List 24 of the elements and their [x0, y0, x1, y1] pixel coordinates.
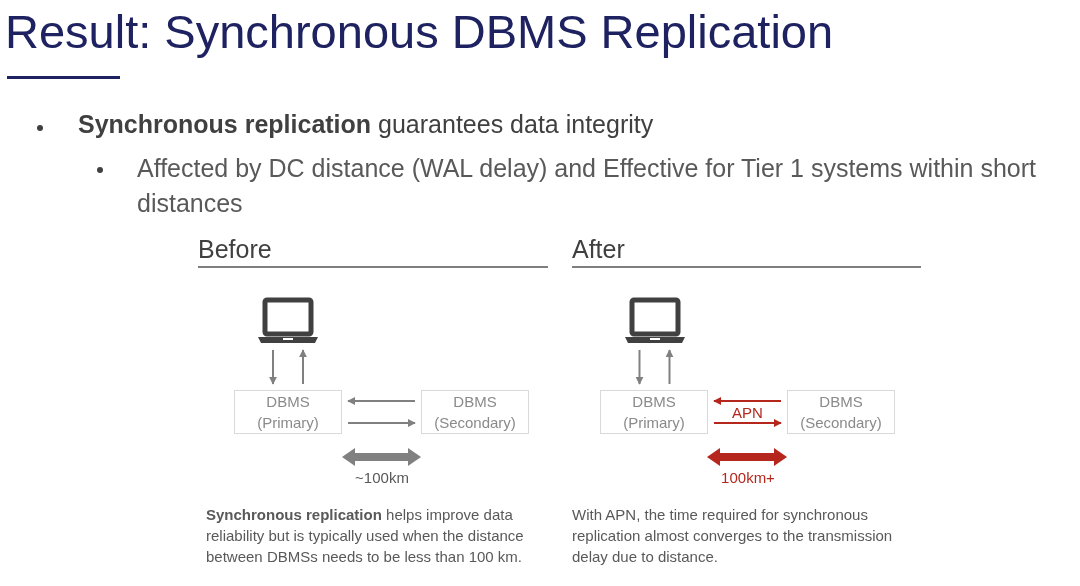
- database-box: DBMS (Primary): [234, 390, 342, 434]
- arrow: [635, 349, 644, 385]
- caption-text: With APN, the time required for synchronous replication almost converges to the transmission delay due to distance.: [572, 505, 894, 567]
- arrow: [299, 349, 307, 385]
- laptop-icon: [625, 298, 685, 344]
- arrow: [713, 397, 782, 405]
- database-box: DBMS (Primary): [600, 390, 708, 434]
- arrow: [665, 349, 674, 385]
- bullet-text: Affected by DC distance (WAL delay) and Effective for Tier 1 systems within short distances: [137, 153, 1037, 219]
- arrow: [713, 419, 782, 427]
- section-heading: After: [572, 235, 921, 268]
- caption-text: Synchronous replication helps improve data reliability but is typically used when the distance between DBMSs needs to be less than 100 km.: [206, 505, 525, 567]
- distance-label: ~100km: [355, 469, 409, 486]
- arrow: [347, 419, 416, 427]
- slide-title: Result: Synchronous DBMS Replication: [5, 4, 834, 60]
- section-heading: Before: [198, 235, 548, 268]
- edge-label: APN: [730, 405, 765, 421]
- arrow: [269, 349, 277, 385]
- bullet-text: Synchronous replication guarantees data integrity: [78, 110, 654, 139]
- distance-label: 100km+: [721, 469, 775, 486]
- database-box: DBMS (Secondary): [787, 390, 895, 434]
- laptop-icon: [258, 298, 318, 344]
- arrow: [347, 397, 416, 405]
- database-box: DBMS (Secondary): [421, 390, 529, 434]
